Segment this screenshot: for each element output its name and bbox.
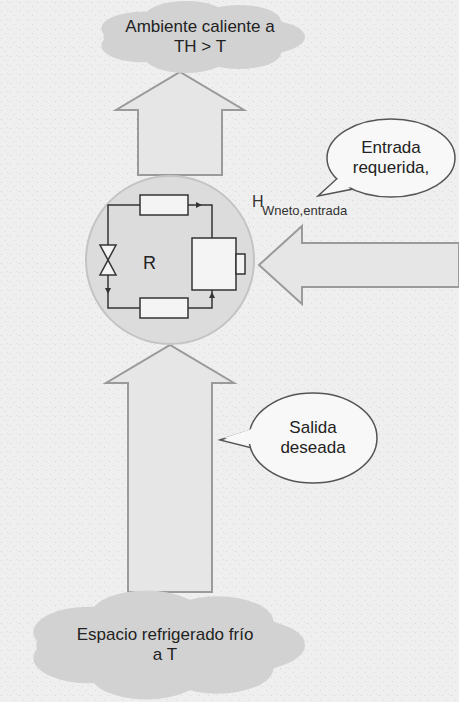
node-text: Entrada requerida, [341, 138, 441, 179]
node-text: Ambiente caliente a TH > T [115, 17, 285, 58]
callout-bubble: Salida deseada [248, 392, 378, 484]
callout-seam [224, 426, 262, 447]
cloud-node: Espacio refrigerado frío a T [25, 592, 305, 698]
device-letter: R [143, 253, 156, 275]
callout-bubble: Entrada requerida, [326, 118, 456, 198]
node-text: Espacio refrigerado frío a T [75, 625, 255, 666]
heat-flow-arrow [106, 345, 234, 592]
work-label: Wneto,entrada [262, 203, 347, 218]
circle-outline [85, 175, 255, 345]
heat-flow-arrow [116, 72, 244, 175]
cloud-node: Ambiente caliente a TH > T [95, 2, 305, 72]
callout-body [249, 393, 377, 483]
heat-label: H [252, 193, 264, 211]
refrigerator-circle: R [85, 175, 255, 345]
node-text: Salida deseada [268, 418, 358, 459]
circle-body [86, 176, 254, 344]
